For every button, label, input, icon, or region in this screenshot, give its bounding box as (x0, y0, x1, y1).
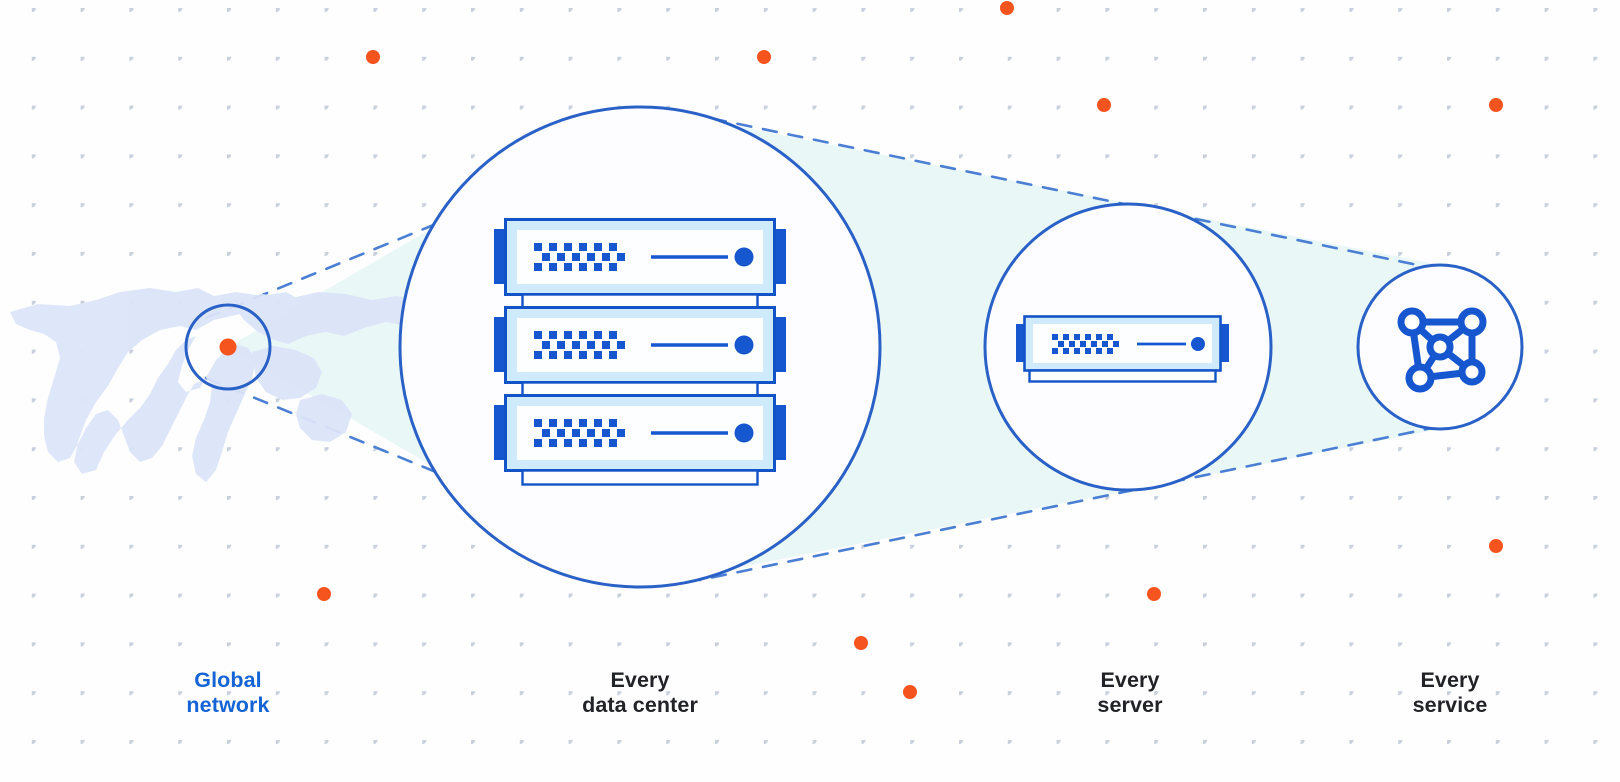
rack-unit (494, 218, 786, 296)
vent-dot-matrix (534, 419, 625, 447)
stage-label-global-network: Global network (186, 668, 270, 717)
rack-unit (494, 306, 786, 384)
status-led (734, 335, 754, 355)
stage-label-server: Every server (1097, 668, 1163, 717)
accent-dots (317, 1, 1503, 699)
server-unit-icon (1016, 315, 1229, 383)
stage-circle-global-network[interactable] (184, 303, 272, 391)
status-led (734, 423, 754, 443)
vent-dot-matrix (534, 243, 625, 271)
status-led (1191, 337, 1205, 351)
vent-dot-matrix (1052, 334, 1119, 354)
server-rack-icon (494, 218, 786, 486)
vent-dot-matrix (534, 331, 625, 359)
map-location-marker (219, 338, 237, 356)
network-mesh-icon (1397, 307, 1487, 393)
stage-label-data-center: Every data center (582, 668, 698, 717)
stage-label-service: Every service (1412, 668, 1488, 717)
rack-unit (494, 394, 786, 472)
status-led (734, 247, 754, 267)
